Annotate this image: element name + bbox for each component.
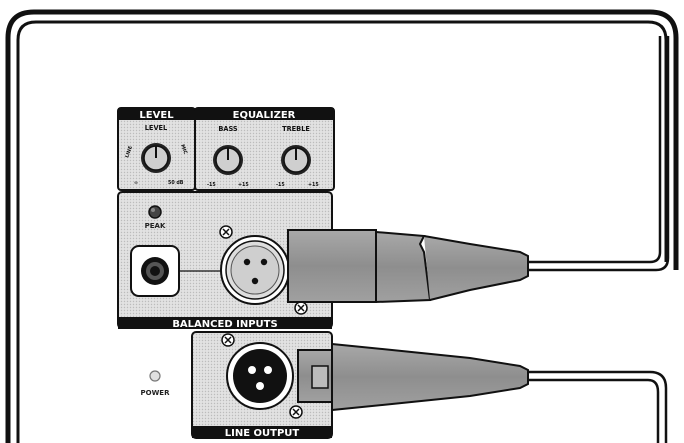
output-xlr-plug	[297, 342, 529, 412]
level-min-value: ∞	[134, 181, 138, 186]
treble-max: +15	[308, 182, 319, 188]
level-header: LEVEL	[139, 110, 174, 121]
bass-max: +15	[238, 182, 249, 188]
screw-icon	[221, 333, 235, 347]
treble-min: -15	[276, 182, 285, 188]
power-label: POWER	[141, 389, 171, 397]
level-section: LEVEL LEVEL LINE MIC ∞ 50 dB	[117, 107, 196, 191]
input-cable	[520, 36, 670, 272]
trs-jack-icon[interactable]	[130, 245, 180, 297]
level-line-label: LINE	[124, 145, 134, 158]
balanced-inputs-label: BALANCED INPUTS	[172, 319, 277, 330]
level-max-value: 50 dB	[168, 180, 184, 186]
bass-label: BASS	[218, 125, 238, 133]
level-knob[interactable]	[141, 143, 171, 173]
treble-label: TREBLE	[282, 125, 310, 133]
bass-min: -15	[207, 182, 216, 188]
bass-knob[interactable]	[213, 145, 243, 175]
treble-knob[interactable]	[281, 145, 311, 175]
balanced-inputs-panel: BALANCED INPUTS PEAK	[117, 191, 333, 330]
level-mic-label: MIC	[179, 144, 188, 156]
screw-icon	[289, 405, 303, 419]
level-knob-label: LEVEL	[145, 124, 168, 132]
speaker-enclosure	[5, 9, 679, 443]
screw-icon	[294, 301, 308, 315]
screw-icon	[219, 225, 233, 239]
equalizer-header: EQUALIZER	[233, 110, 296, 121]
power-led	[149, 370, 161, 382]
xlr-female-connector-icon[interactable]	[220, 235, 290, 305]
equalizer-section: EQUALIZER BASS -15 +15 TREBLE -15 +15	[194, 107, 335, 191]
input-xlr-plug	[287, 229, 529, 304]
line-output-label: LINE OUTPUT	[225, 428, 300, 439]
peak-label: PEAK	[145, 222, 166, 230]
peak-led	[148, 205, 162, 219]
output-cable	[528, 370, 668, 443]
xlr-male-connector-icon[interactable]	[226, 342, 294, 410]
